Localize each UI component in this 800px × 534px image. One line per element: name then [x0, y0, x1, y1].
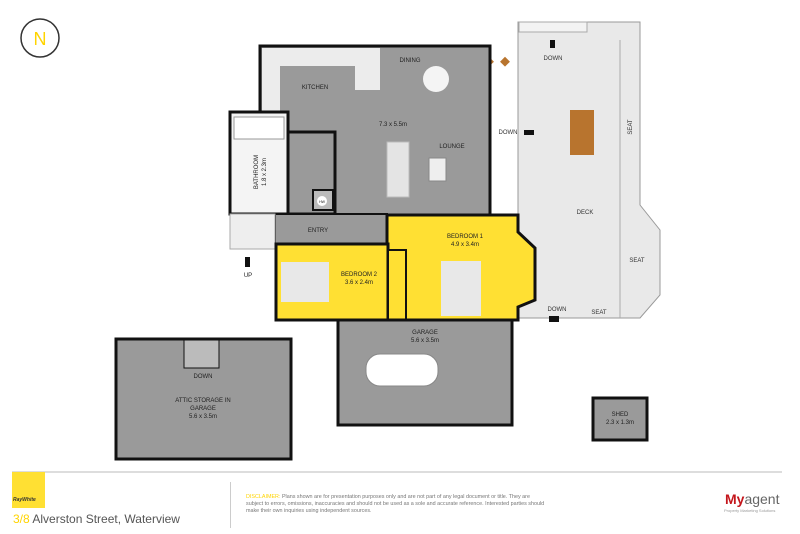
seat-label-bottom: SEAT	[591, 310, 607, 316]
garage: GARAGE 5.6 x 3.5m	[336, 318, 514, 427]
vertical-divider	[230, 482, 231, 528]
brand-tagline: Property Marketing Solutions	[724, 508, 776, 513]
coffee-table-icon	[428, 157, 447, 182]
address-unit: 3/8	[13, 512, 30, 526]
chair-icon	[500, 56, 510, 67]
living-size: 7.3 x 5.5m	[379, 122, 407, 128]
shed: SHED 2.3 x 1.3m	[591, 396, 649, 442]
down-label-top: DOWN	[544, 56, 563, 62]
shed-size: 2.3 x 1.3m	[606, 420, 634, 426]
bedroom2-label: BEDROOM 2	[341, 272, 378, 278]
arrow-up-icon	[245, 257, 250, 267]
bedroom-2: BEDROOM 2 3.6 x 2.4m	[274, 242, 407, 322]
myagent-logo: Myagent	[725, 491, 780, 507]
raywhite-logo	[12, 472, 45, 508]
sofa-icon	[386, 141, 410, 198]
shed-label: SHED	[612, 412, 629, 418]
attic-size: 5.6 x 3.5m	[189, 414, 217, 420]
arrow-up-icon	[550, 40, 555, 48]
disclaimer-label: DISCLAIMER:	[246, 494, 281, 500]
address-street: Alverston Street, Waterview	[32, 512, 180, 526]
arrow-down-icon	[549, 316, 559, 322]
brand-my: My	[725, 491, 745, 507]
entry: HW ENTRY UP	[229, 130, 388, 279]
deck-label: DECK	[577, 210, 594, 216]
car-icon	[365, 353, 439, 387]
attic-label-line2: GARAGE	[190, 406, 216, 412]
brand-agent: agent	[744, 491, 780, 507]
attic-label-line1: ATTIC STORAGE IN	[175, 398, 230, 404]
bathroom: BATHROOM 1.8 x 2.3m	[228, 110, 290, 216]
arrow-right-icon	[524, 130, 534, 135]
bedroom1-label: BEDROOM 1	[447, 234, 484, 240]
garage-size: 5.6 x 3.5m	[411, 338, 439, 344]
disclaimer: DISCLAIMER: Plans shown are for presenta…	[246, 494, 546, 515]
up-label: UP	[244, 273, 252, 279]
property-address: 3/8 Alverston Street, Waterview	[13, 512, 180, 526]
down-label-attic: DOWN	[194, 374, 213, 380]
kitchen-label: KITCHEN	[302, 85, 328, 91]
lounge-label: LOUNGE	[439, 144, 464, 150]
seat-label-top: SEAT	[628, 119, 634, 135]
raywhite-logo-text: RayWhite	[13, 497, 36, 503]
attic-storage: DOWN ATTIC STORAGE IN GARAGE 5.6 x 3.5m	[114, 337, 293, 461]
disclaimer-text: Plans shown are for presentation purpose…	[246, 494, 545, 514]
dining-table-icon	[423, 66, 449, 92]
deck: DECK DOWN DOWN DOWN SEAT SEAT SEAT	[484, 21, 661, 322]
compass-label: N	[34, 29, 47, 49]
floor-plan: N DECK DOWN DOWN DOWN SEAT SEAT SEAT KIT…	[20, 18, 661, 461]
north-compass: N	[20, 18, 60, 58]
dining-label: DINING	[400, 58, 421, 64]
down-label-bottom: DOWN	[548, 307, 567, 313]
outdoor-table-icon	[570, 110, 594, 155]
bathroom-size: 1.8 x 2.3m	[262, 158, 268, 186]
entry-label: ENTRY	[308, 228, 328, 234]
footer-divider	[12, 471, 782, 473]
bedroom2-size: 3.6 x 2.4m	[345, 280, 373, 286]
down-label-deck: DOWN	[499, 130, 518, 136]
bedroom1-size: 4.9 x 3.4m	[451, 242, 479, 248]
seat-label-right: SEAT	[629, 258, 645, 264]
hw-label: HW	[319, 200, 326, 204]
garage-label: GARAGE	[412, 330, 438, 336]
bathroom-label: BATHROOM	[254, 155, 260, 189]
bedroom-1: BEDROOM 1 4.9 x 3.4m	[385, 213, 537, 322]
